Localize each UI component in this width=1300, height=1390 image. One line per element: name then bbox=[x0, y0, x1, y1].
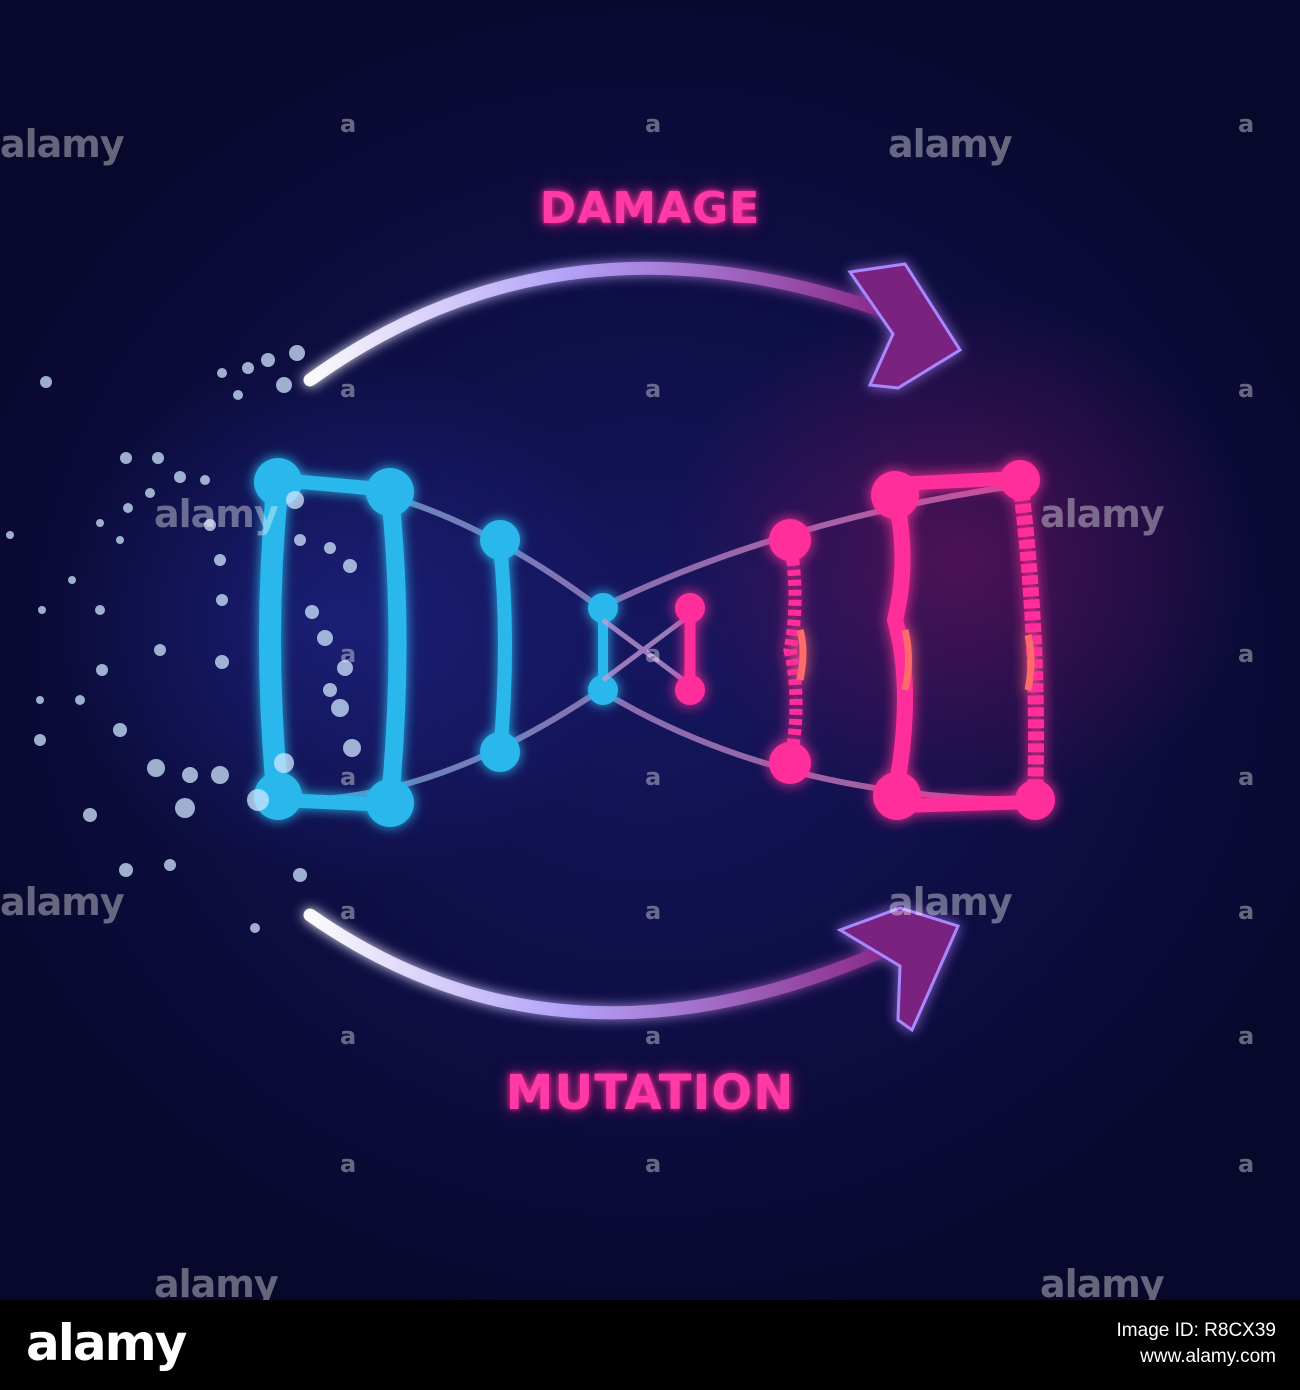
watermark-mark: a bbox=[1238, 110, 1255, 138]
watermark-mark: a bbox=[1238, 763, 1255, 791]
watermark-mark: a bbox=[340, 1022, 357, 1050]
watermark-mark: a bbox=[1238, 375, 1255, 403]
watermark-mark: a bbox=[1238, 897, 1255, 925]
image-id: Image ID: R8CX39 bbox=[1116, 1320, 1276, 1341]
footer-bar: alamy Image ID: R8CX39 www.alamy.com bbox=[0, 1300, 1300, 1390]
watermark-mark: a bbox=[340, 1150, 357, 1178]
watermark-text: alamy bbox=[154, 1262, 279, 1300]
watermark-text: alamy bbox=[154, 492, 279, 536]
watermark-mark: a bbox=[340, 763, 357, 791]
watermark-mark: a bbox=[645, 375, 662, 403]
illustration-canvas: DAMAGE MUTATION alamy alamy alamy alamy … bbox=[0, 0, 1300, 1300]
watermark-mark: a bbox=[1238, 1022, 1255, 1050]
watermark-text: alamy bbox=[1040, 1262, 1165, 1300]
watermark-mark: a bbox=[1238, 1150, 1255, 1178]
watermark-text: alamy bbox=[888, 122, 1013, 166]
watermark-mark: a bbox=[645, 897, 662, 925]
mutation-arrow-icon bbox=[303, 906, 961, 1033]
watermark-mark: a bbox=[340, 375, 357, 403]
site-url[interactable]: www.alamy.com bbox=[1140, 1346, 1276, 1367]
watermark-mark: a bbox=[645, 1150, 662, 1178]
dna-damaged-icon bbox=[675, 460, 1055, 820]
dna-illustration bbox=[6, 261, 1055, 1033]
dna-crossover bbox=[601, 612, 692, 688]
watermark-mark: a bbox=[1238, 640, 1255, 668]
particle-dots bbox=[6, 345, 361, 933]
damage-label: DAMAGE bbox=[539, 183, 761, 234]
watermark-mark: a bbox=[340, 897, 357, 925]
watermark-text: alamy bbox=[0, 880, 125, 924]
watermark-mark: a bbox=[645, 1022, 662, 1050]
dna-healthy-icon bbox=[254, 458, 618, 827]
damage-arrow-icon bbox=[303, 261, 963, 390]
watermark-mark: a bbox=[645, 763, 662, 791]
watermark-text: alamy bbox=[1040, 492, 1165, 536]
alamy-logo: alamy bbox=[26, 1314, 187, 1372]
watermark-mark: a bbox=[340, 640, 357, 668]
mutation-label: MUTATION bbox=[505, 1065, 795, 1121]
watermark-mark: a bbox=[645, 110, 662, 138]
watermark-text: alamy bbox=[0, 122, 125, 166]
watermark-mark: a bbox=[645, 640, 662, 668]
watermark-text: alamy bbox=[888, 880, 1013, 924]
watermark-mark: a bbox=[340, 110, 357, 138]
footer-meta: Image ID: R8CX39 www.alamy.com bbox=[1117, 1318, 1276, 1370]
